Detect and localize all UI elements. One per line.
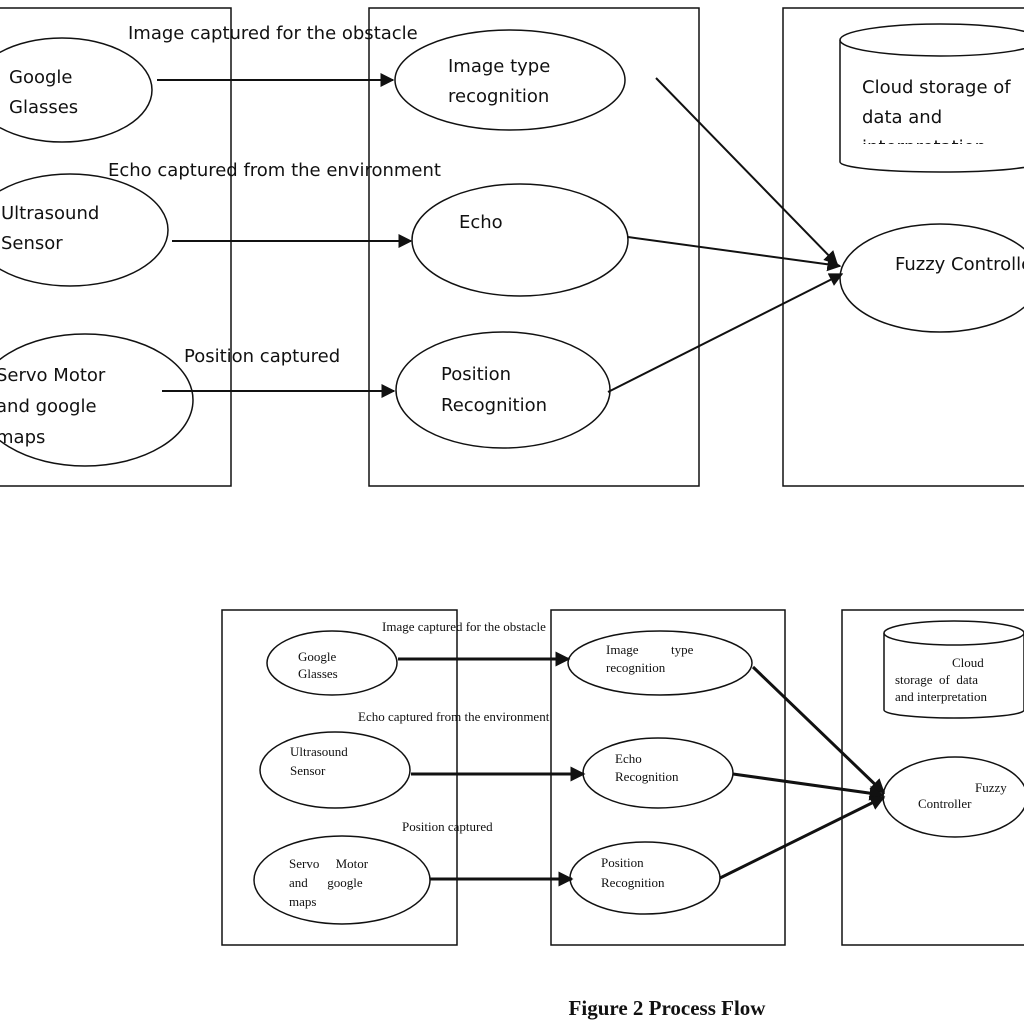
bottom-servo-line1: Servo Motor <box>289 856 369 871</box>
bottom-processing-panel <box>841 609 1024 946</box>
top-position-recognition-node <box>395 331 611 449</box>
bottom-sensors-panel <box>221 609 458 946</box>
bottom-cloud-line3: and interpretation <box>895 689 988 704</box>
bottom-servo-line3: maps <box>289 894 316 909</box>
top-cloud-line3: interpretation <box>862 137 986 158</box>
top-cloud-line2: data and <box>862 107 942 128</box>
top-ultrasound-sensor-node <box>0 173 169 287</box>
bottom-cloud-storage-cylinder <box>883 620 1024 719</box>
top-label-image-captured: Image captured for the obstacle <box>128 23 418 44</box>
bottom-cloud-line2: storage of data <box>895 672 978 687</box>
top-fuzzy-controller-node <box>839 223 1024 333</box>
top-edge-position-to-fuzzy <box>607 273 844 393</box>
bottom-fuzzy-line1: Fuzzy <box>975 780 1007 795</box>
top-edge-image-to-fuzzy <box>655 77 838 266</box>
top-servo-line3: maps <box>0 427 45 448</box>
bottom-google-line1: Google <box>298 649 337 664</box>
bottom-cloud-line1: Cloud <box>952 655 984 670</box>
bottom-image-recog-line2: recognition <box>606 660 666 675</box>
bottom-servo-line2: and google <box>289 875 363 890</box>
bottom-edge-echo-to-fuzzy <box>732 772 885 801</box>
bottom-image-recog-line1: Image type <box>606 642 694 657</box>
top-position-line1: Position <box>441 364 511 385</box>
top-google-line2: Glasses <box>9 97 78 118</box>
figure-caption: Figure 2 Process Flow <box>569 996 767 1020</box>
top-edge-echo-to-fuzzy <box>627 236 842 272</box>
top-diagram: Image captured for the obstacle Echo cap… <box>0 7 1024 487</box>
bottom-label-image-captured: Image captured for the obstacle <box>382 619 546 634</box>
top-sensors-panel <box>0 7 232 487</box>
top-google-glasses-node <box>0 37 153 143</box>
top-echo-line1: Echo <box>459 212 503 233</box>
bottom-recognition-panel <box>550 609 786 946</box>
top-label-position-captured: Position captured <box>184 346 340 367</box>
top-processing-panel <box>782 7 1024 487</box>
top-position-line2: Recognition <box>441 395 547 416</box>
bottom-diagram: Image captured for the obstacle Echo cap… <box>221 609 1024 946</box>
top-image-recognition-node <box>394 29 626 131</box>
top-image-recog-line1: Image type <box>448 56 550 77</box>
top-fuzzy-label: Fuzzy Controller <box>895 254 1024 275</box>
bottom-fuzzy-line2: Controller <box>918 796 972 811</box>
bottom-position-line1: Position <box>601 855 644 870</box>
top-image-recog-line2: recognition <box>448 86 549 107</box>
bottom-edge-position-to-fuzzy <box>719 795 886 880</box>
top-label-echo-captured: Echo captured from the environment <box>108 160 441 181</box>
top-echo-node <box>411 183 629 297</box>
bottom-ultrasound-sensor-node <box>259 731 411 809</box>
bottom-edge-image-to-fuzzy <box>751 665 886 795</box>
bottom-google-glasses-node <box>266 630 398 696</box>
top-servo-line2: and google <box>0 396 97 417</box>
bottom-google-line2: Glasses <box>298 666 338 681</box>
top-cloud-line1: Cloud storage of <box>862 77 1011 98</box>
top-ultrasound-line2: Sensor <box>1 233 63 254</box>
top-servo-line1: Servo Motor <box>0 365 106 386</box>
top-ultrasound-line1: Ultrasound <box>1 203 99 224</box>
top-servo-motor-node <box>0 333 194 467</box>
bottom-label-echo-captured: Echo captured from the environment <box>358 709 550 724</box>
bottom-ultrasound-line2: Sensor <box>290 763 326 778</box>
top-cloud-storage-cylinder <box>839 23 1024 173</box>
bottom-echo-line1: Echo <box>615 751 642 766</box>
bottom-label-position-captured: Position captured <box>402 819 493 834</box>
top-google-line1: Google <box>9 67 72 88</box>
bottom-echo-line2: Recognition <box>615 769 679 784</box>
bottom-position-line2: Recognition <box>601 875 665 890</box>
bottom-ultrasound-line1: Ultrasound <box>290 744 348 759</box>
